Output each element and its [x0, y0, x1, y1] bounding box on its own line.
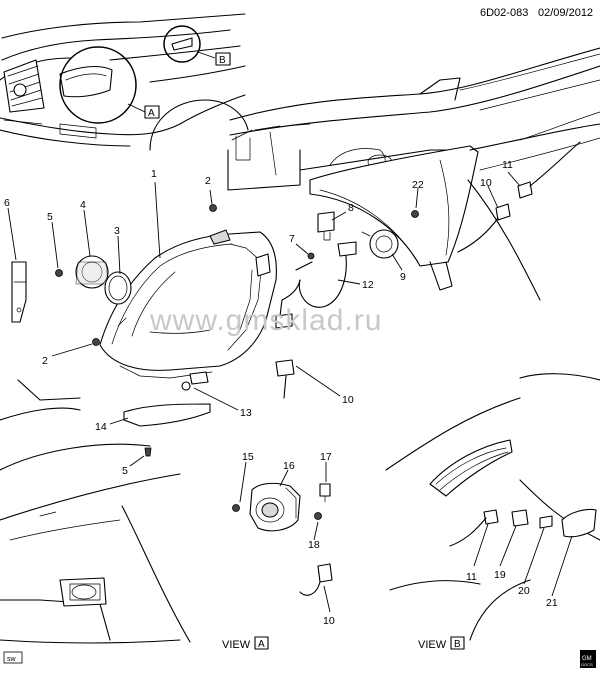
bolt-15	[232, 504, 240, 512]
module-8	[317, 211, 335, 233]
callout-6: 6	[4, 197, 10, 209]
view-a-ref-letter: A	[148, 108, 155, 119]
callout-17: 17	[320, 451, 332, 463]
body-structure	[227, 47, 600, 301]
view-b-label: VIEW B	[418, 636, 465, 651]
bolt-18	[314, 512, 322, 520]
callout-21: 21	[546, 597, 558, 609]
diagram-date: 02/09/2012	[538, 7, 593, 19]
callout-1: 1	[151, 168, 157, 180]
headlamp-assembly	[99, 229, 277, 385]
callouts: 1 2 2 3 4 5 5 6 7 8 9 10 10 10 11 11 12 …	[4, 159, 558, 627]
callout-8: 8	[348, 202, 354, 214]
view-a-letter-box	[254, 636, 269, 650]
view-b-ref-box	[215, 52, 231, 66]
view-b-circle	[163, 25, 201, 63]
gm-logo-badge: GM GOCS	[580, 650, 596, 668]
bolt-2-lower	[92, 338, 100, 346]
vehicle-front-inset: A B	[0, 13, 249, 151]
view-b-letter-box	[450, 636, 465, 650]
front-bumper-view-a	[0, 379, 191, 644]
side-marker-wiring-upper	[457, 141, 581, 253]
callout-13: 13	[240, 407, 252, 419]
bolt-5-lower	[144, 447, 152, 457]
callout-10-lower: 10	[323, 615, 335, 627]
headlamp-cap-and-ring	[75, 255, 132, 305]
callout-10-upper: 10	[480, 177, 492, 189]
callout-2-upper: 2	[205, 175, 211, 187]
callout-12: 12	[362, 279, 374, 291]
gm-badge-top: GM	[582, 656, 592, 662]
sw-badge-text: sw	[7, 656, 17, 663]
horn-9	[361, 229, 399, 259]
diagram-code: 6D02-083	[480, 7, 528, 19]
headlamp-wiring	[275, 211, 357, 399]
sw-badge: sw	[3, 651, 23, 664]
view-a-label: VIEW A	[222, 636, 269, 651]
callout-4: 4	[80, 199, 86, 211]
nut-7	[307, 252, 315, 260]
callout-3: 3	[114, 225, 120, 237]
callout-9: 9	[400, 271, 406, 283]
mounting-bracket	[11, 261, 27, 323]
view-b-letter: B	[454, 639, 461, 650]
callout-11-lower: 11	[466, 571, 477, 583]
gm-badge-bottom: GOCS	[581, 662, 593, 667]
callout-5-lower: 5	[122, 465, 128, 477]
view-a-letter: A	[258, 639, 265, 650]
view-b-prefix: VIEW	[418, 639, 447, 651]
callout-10-middle: 10	[342, 394, 354, 406]
callout-15: 15	[242, 451, 254, 463]
fog-lamp-assembly	[249, 482, 333, 596]
leader-lines	[7, 171, 573, 613]
callout-14: 14	[95, 421, 107, 433]
grommet-13	[181, 381, 191, 391]
callout-20: 20	[518, 585, 530, 597]
callout-16: 16	[283, 460, 295, 472]
view-a-ref-box	[144, 105, 160, 119]
callout-18: 18	[308, 539, 320, 551]
callout-7: 7	[289, 233, 295, 245]
view-a-prefix: VIEW	[222, 639, 251, 651]
callout-19: 19	[494, 569, 506, 581]
lower-bracket	[123, 403, 211, 427]
fender-view-b	[385, 373, 600, 641]
view-b-ref-letter: B	[219, 55, 226, 66]
side-marker-lamp-21	[561, 508, 597, 538]
callout-22: 22	[412, 179, 424, 191]
watermark: www.gmsklad.ru	[149, 304, 382, 337]
bolt-5-upper	[55, 269, 63, 277]
view-a-circle	[59, 46, 137, 124]
bolt-22	[411, 210, 419, 218]
bolt-2-upper	[209, 204, 217, 212]
fasteners	[55, 204, 419, 520]
callout-5-upper: 5	[47, 211, 53, 223]
callout-11-upper: 11	[502, 159, 513, 171]
callout-2-lower: 2	[42, 355, 48, 367]
